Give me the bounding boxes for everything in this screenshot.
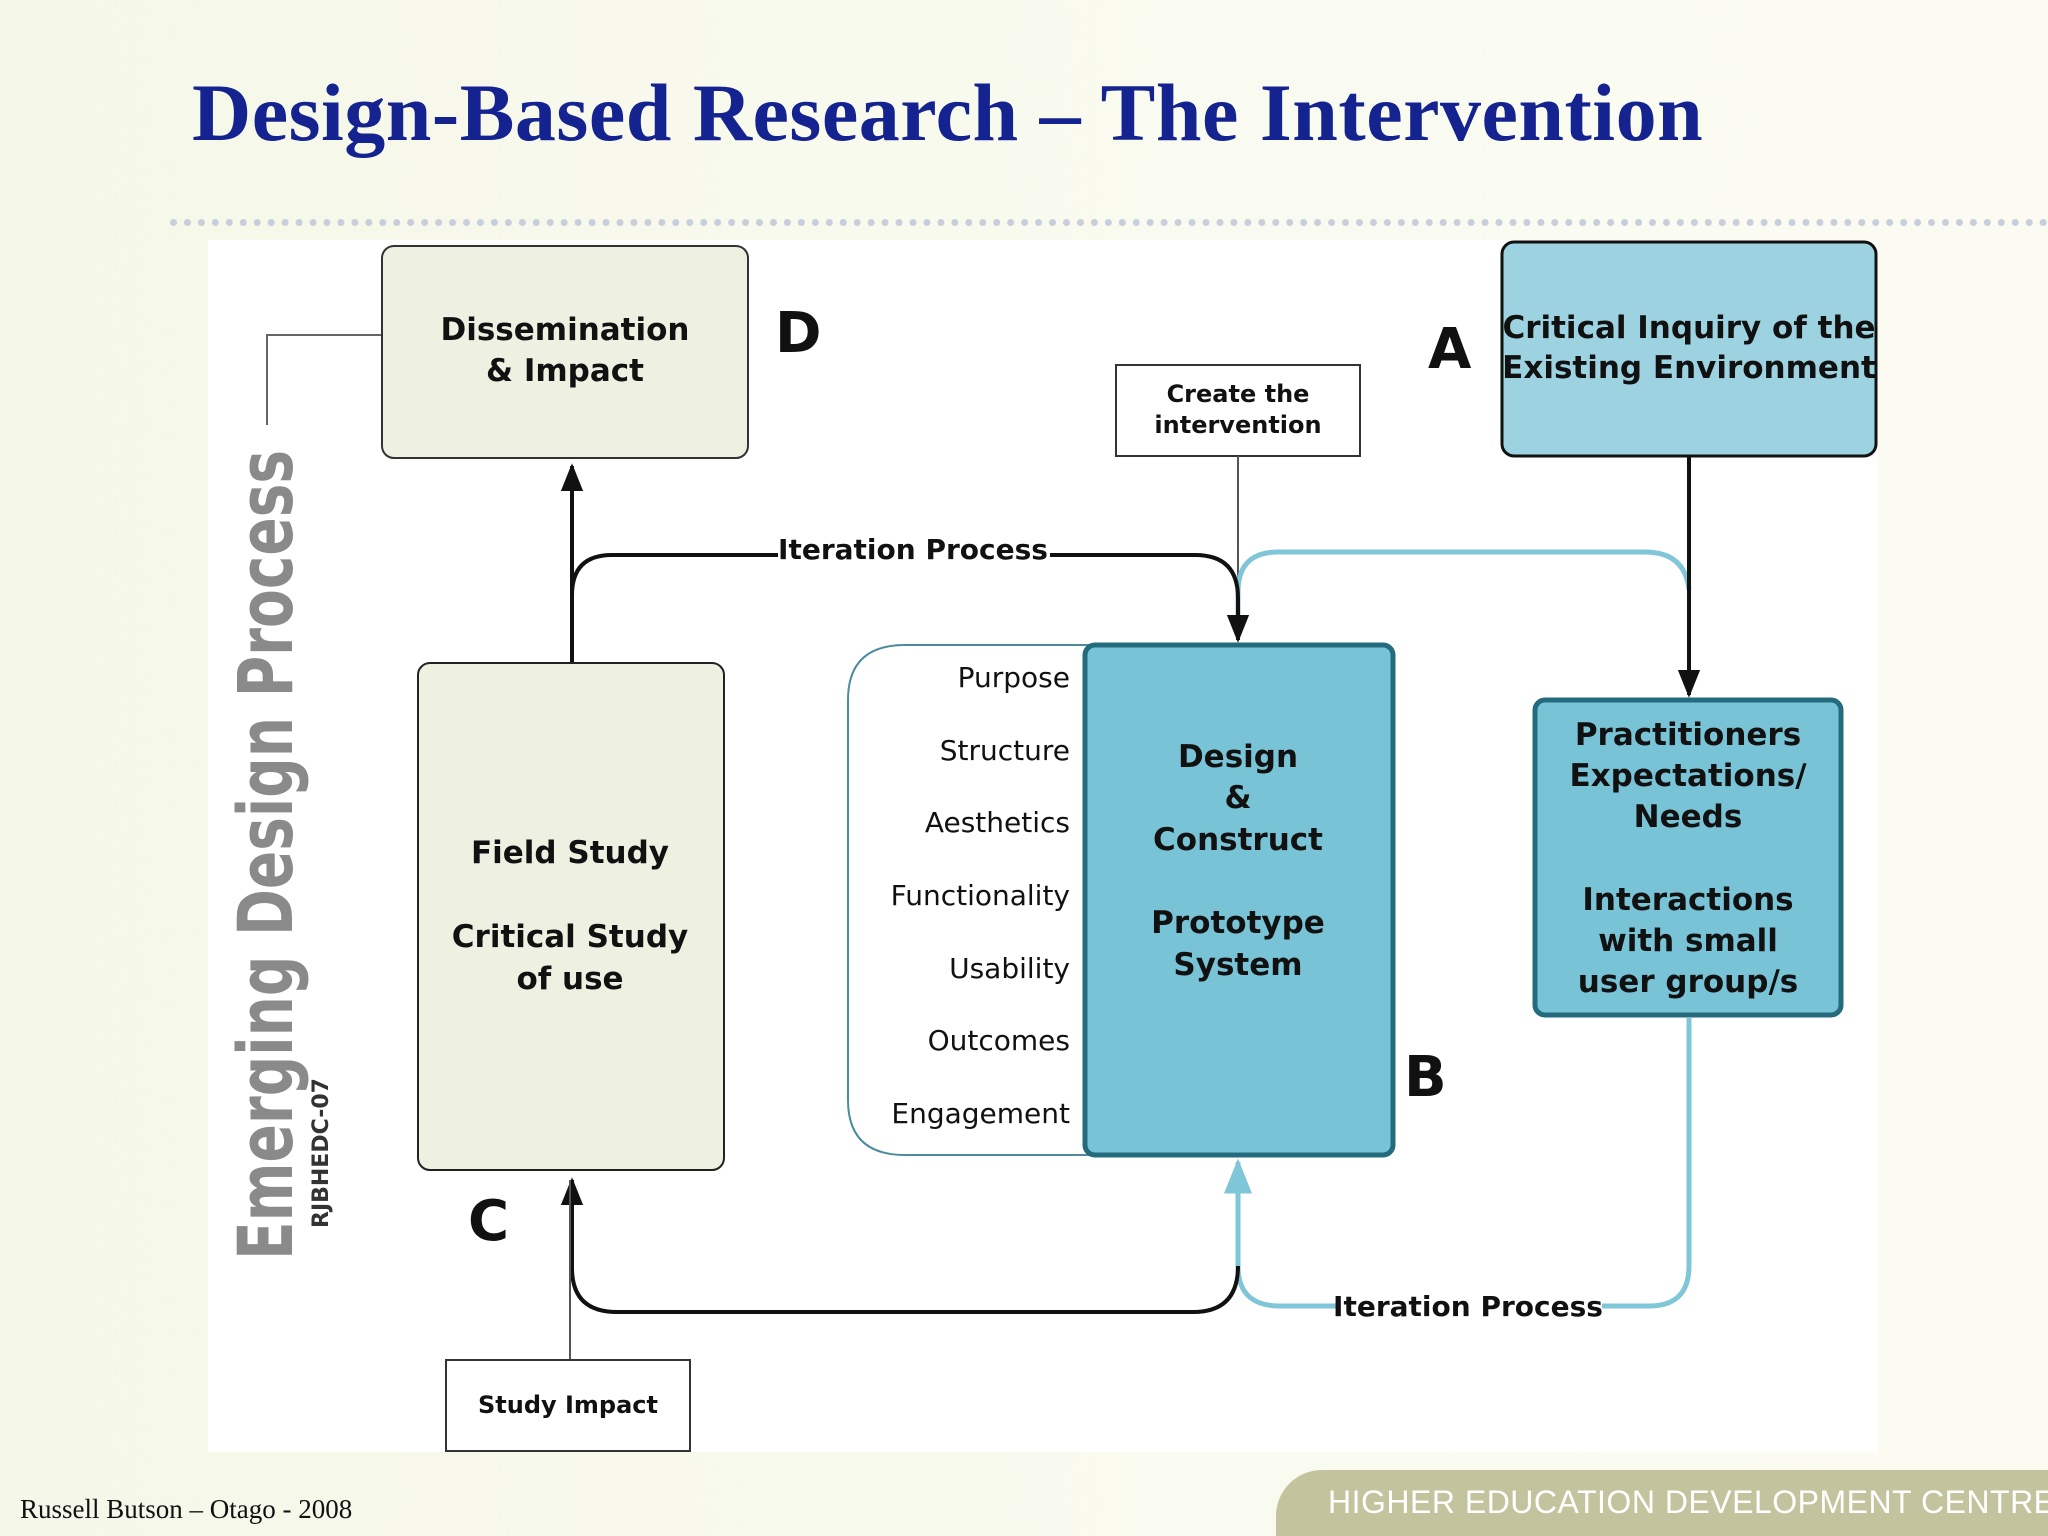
footer-band [1276, 1470, 2048, 1536]
criterion-structure: Structure [940, 734, 1070, 767]
field-study-line3: of use [516, 961, 623, 997]
create-intervention-box [1115, 364, 1361, 457]
iteration-loop-bottom [560, 1177, 1240, 1314]
criterion-usability: Usability [949, 952, 1070, 985]
design-construct-line1: Design [1178, 739, 1298, 775]
field-study-line1: Field Study [471, 835, 669, 871]
side-title: Emerging Design Process [221, 450, 310, 1260]
study-impact-box [445, 1359, 691, 1452]
create-intervention-line1: Create the [1167, 380, 1310, 408]
criterion-purpose: Purpose [958, 661, 1070, 694]
criterion-outcomes: Outcomes [928, 1024, 1070, 1057]
practitioners-line5: with small [1598, 923, 1778, 959]
practitioners-box [1532, 697, 1844, 1018]
practitioners-line2: Expectations/ [1569, 758, 1807, 794]
title-divider [170, 219, 2048, 226]
footer-author: Russell Butson – Otago - 2008 [20, 1494, 353, 1524]
criteria-outline [847, 644, 1090, 1156]
letter-d: D [775, 301, 821, 366]
blue-loop-top [1235, 549, 1692, 620]
field-study-line2: Critical Study [452, 919, 688, 955]
slide-title: Design-Based Research – The Intervention [192, 67, 1704, 158]
criterion-engagement: Engagement [891, 1097, 1070, 1130]
design-construct-line2: & [1224, 780, 1251, 816]
study-impact-label: Study Impact [478, 1391, 658, 1419]
design-process-diagram: Emerging Design Process RJBHEDC-07 Disse… [221, 240, 1878, 1452]
footer-org: HIGHER EDUCATION DEVELOPMENT CENTRE [1328, 1484, 2048, 1520]
critical-inquiry-box-line1: Critical Inquiry of the [1502, 310, 1875, 346]
letter-b: B [1404, 1045, 1447, 1110]
iteration-bottom-label: Iteration Process [1333, 1290, 1603, 1323]
field-study-box [417, 662, 725, 1171]
practitioners-line6: user group/s [1578, 964, 1798, 1000]
critical-inquiry-box [1500, 240, 1878, 458]
side-bracket-line [266, 334, 382, 425]
dissemination-box [381, 245, 749, 459]
dissemination-box-line2: & Impact [486, 353, 644, 389]
criterion-aesthetics: Aesthetics [925, 806, 1070, 839]
create-intervention-line2: intervention [1154, 411, 1321, 439]
side-code: RJBHEDC-07 [309, 1078, 334, 1228]
diagram-panel: Emerging Design Process RJBHEDC-07 Disse… [208, 240, 1878, 1452]
iteration-top-label: Iteration Process [778, 533, 1048, 566]
practitioners-line1: Practitioners [1575, 717, 1801, 753]
dissemination-box-line1: Dissemination [440, 312, 689, 348]
design-construct-box [1082, 642, 1396, 1158]
practitioners-line3: Needs [1634, 799, 1743, 835]
practitioners-line4: Interactions [1582, 882, 1793, 918]
criterion-functionality: Functionality [891, 879, 1070, 912]
letter-a: A [1428, 317, 1472, 382]
design-construct-line4: Prototype [1151, 905, 1325, 941]
design-construct-line5: System [1173, 947, 1302, 983]
letter-c: C [468, 1189, 509, 1254]
criteria-list: Purpose Structure Aesthetics Functionali… [891, 661, 1070, 1130]
critical-inquiry-box-line2: Existing Environment [1502, 350, 1876, 386]
design-construct-line3: Construct [1153, 822, 1323, 858]
